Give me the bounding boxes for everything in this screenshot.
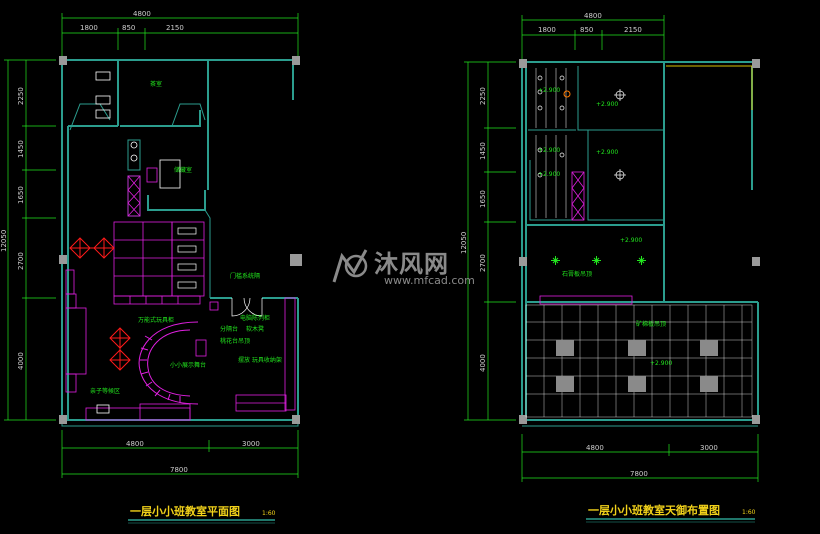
- right-cross-shelves: [571, 171, 585, 221]
- right-side-dimension: [464, 61, 516, 421]
- right-side-seg5: 4000: [479, 354, 487, 372]
- right-bottom-dimension: [521, 434, 759, 482]
- level-4: +2.900: [538, 171, 560, 178]
- level-5: +2.900: [596, 149, 618, 156]
- level-1: +2.900: [538, 87, 560, 94]
- label-stage: 小小展示舞台: [170, 361, 206, 369]
- left-bottom-dimension: [61, 430, 299, 478]
- right-spot-lights: [551, 256, 646, 265]
- left-top-seg3: 2150: [166, 24, 184, 32]
- left-side-seg1: 2250: [17, 87, 25, 105]
- left-bottom-seg1: 4800: [126, 440, 144, 448]
- label-storage2: 摆放 玩具收纳架: [238, 356, 282, 364]
- left-right-cabinets: [195, 297, 296, 412]
- right-grid-lamps: [556, 340, 718, 392]
- left-top-seg1: 1800: [80, 24, 98, 32]
- left-side-seg4: 2700: [17, 252, 25, 270]
- level-7: +2.900: [650, 360, 672, 367]
- left-side-seg2: 1450: [17, 140, 25, 158]
- right-plan: 4800 1800 850 2150 2250 1450 1650 2700 4…: [460, 12, 760, 523]
- right-bottom-total: 7800: [630, 470, 648, 478]
- left-small-box: [96, 404, 110, 414]
- left-side-seg5: 4000: [17, 352, 25, 370]
- left-fixtures: [95, 71, 181, 189]
- label-room-top: 茶室: [150, 80, 162, 88]
- left-cross-shelves: [127, 167, 158, 217]
- right-bottom-seg2: 3000: [700, 444, 718, 452]
- left-title: 一层小小班教室平面图: [130, 504, 240, 518]
- right-side-seg3: 1650: [479, 190, 487, 208]
- left-top-dimension: [61, 13, 299, 58]
- right-title: 一层小小班教室天御布置图: [588, 503, 720, 517]
- right-side-seg1: 2250: [479, 87, 487, 105]
- left-cabinet-grid: [113, 221, 205, 305]
- left-side-seg3: 1650: [17, 186, 25, 204]
- left-scale: 1:60: [262, 510, 276, 517]
- left-cabinet-items: [177, 227, 197, 289]
- watermark-url: www.mfcad.com: [384, 274, 475, 287]
- label-door: 门槛系统隔: [230, 272, 260, 280]
- right-wall-details: [522, 65, 758, 427]
- label-ceiling2: 矿棉板吊顶: [636, 320, 666, 328]
- right-ceiling-strips: [535, 68, 567, 218]
- level-2: +2.900: [596, 101, 618, 108]
- watermark-name: 沐风网: [374, 250, 449, 278]
- label-desk: 桃花台吊顶: [220, 337, 250, 345]
- right-top-seg2: 850: [580, 26, 593, 34]
- left-bottom-seg2: 3000: [242, 440, 260, 448]
- left-curved-stage: [138, 321, 199, 405]
- right-bottom-seg1: 4800: [586, 444, 604, 452]
- right-column-markers: [519, 59, 760, 424]
- level-6: +2.900: [620, 237, 642, 244]
- label-seat: 软木凳: [246, 325, 264, 333]
- right-bottom-cabinet: [539, 295, 633, 305]
- left-wall-details: [61, 103, 299, 427]
- watermark-logo-icon: [332, 249, 368, 283]
- label-divider: 分隔台: [220, 325, 238, 333]
- center-marker: [290, 254, 302, 266]
- right-light-fixtures: [537, 75, 626, 181]
- left-top-total: 4800: [133, 10, 151, 18]
- right-side-seg4: 2700: [479, 254, 487, 272]
- left-side-dimension: [4, 59, 56, 421]
- left-side-total: 12050: [0, 230, 8, 252]
- left-plan: 4800 1800 850 2150 2250 1450 1650 2700 4…: [0, 10, 300, 524]
- label-wall-display: 万能式玩具柜: [138, 316, 174, 324]
- right-orange-light: [563, 90, 571, 98]
- right-side-total: 12050: [460, 232, 468, 254]
- watermark: 沐风网 www.mfcad.com: [332, 249, 475, 287]
- left-bottom-total: 7800: [170, 466, 188, 474]
- label-kids-area: 亲子等候区: [90, 387, 120, 395]
- left-column-markers: [59, 56, 300, 424]
- level-3: +2.900: [538, 147, 560, 154]
- label-storage: 储藏室: [174, 166, 192, 174]
- right-side-seg2: 1450: [479, 142, 487, 160]
- right-top-dimension: [521, 15, 665, 60]
- right-top-seg1: 1800: [538, 26, 556, 34]
- left-red-symbols: [69, 237, 131, 371]
- left-door-arcs: [231, 297, 263, 317]
- label-electric: 电脑陈列柜: [240, 314, 270, 322]
- left-top-seg2: 850: [122, 24, 135, 32]
- left-wall-cabinets: [65, 269, 191, 421]
- label-ceiling1: 石膏板吊顶: [562, 270, 592, 278]
- right-top-total: 4800: [584, 12, 602, 20]
- right-scale: 1:60: [742, 509, 756, 516]
- right-top-seg3: 2150: [624, 26, 642, 34]
